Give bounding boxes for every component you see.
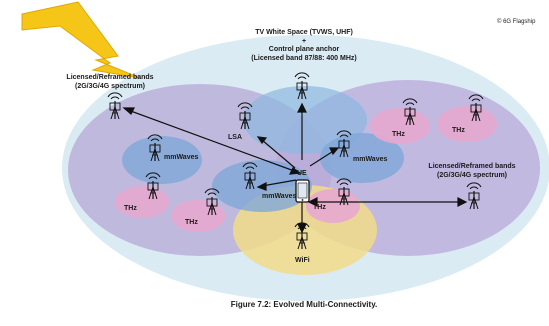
thz-region-right-1 [370,108,430,144]
tvws-title-line3: Control plane anchor [268,46,340,53]
tvws-title-line2: + [301,38,307,45]
arrow-ue-to-mmwaves-center [261,179,297,187]
mmwaves-center-label: mmWaves [262,193,297,200]
lsa-label: LSA [228,134,242,141]
thz-region-center [306,189,360,223]
licensed-right-line2: (2G/3G/4G spectrum) [436,172,508,179]
thz-center-label: THz [313,204,326,211]
thz-left-top-label: THz [124,205,137,212]
mmwaves-region-left [122,136,202,184]
mmwaves-left-label: mmWaves [164,154,199,161]
copyright-text: © 6G Flagship [497,19,536,25]
tvws-title-line1: TV White Space (TVWS, UHF) [255,29,353,36]
mmwaves-region-right [320,133,404,183]
thz-right-1-label: THz [392,131,405,138]
mmwaves-right-label: mmWaves [353,156,388,163]
licensed-right-line1: Licensed/Reframed bands [428,163,516,170]
lightning-bolt-icon [21,1,141,79]
tvws-title-line4: (Licensed band 87/88: 400 MHz) [251,55,357,62]
licensed-left-line2: (2G/3G/4G spectrum) [74,83,146,90]
ue-phone-icon [295,179,310,203]
thz-region-left-top [115,186,169,218]
thz-right-2-label: THz [452,127,465,134]
arrow-ue-to-mmwaves-right [309,149,336,167]
thz-left-bottom-label: THz [185,219,198,226]
wifi-label: WiFi [295,257,310,264]
ue-label: UE [297,170,307,177]
arrow-ue-to-left-licensed [127,109,298,173]
tvws-region [243,86,367,154]
thz-region-right-2 [437,106,497,142]
licensed-left-line1: Licensed/Reframed bands [66,74,154,81]
arrow-ue-to-lsa [261,139,296,169]
figure-caption: Figure 7.2: Evolved Multi-Connectivity. [230,300,378,309]
